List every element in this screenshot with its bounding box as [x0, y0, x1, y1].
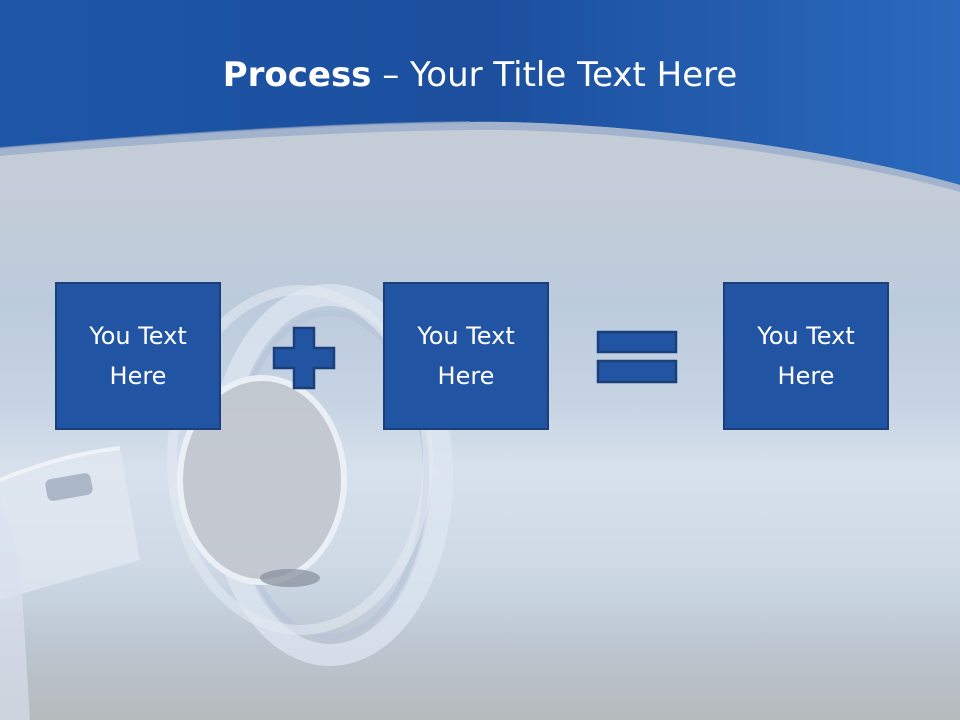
plus-icon	[272, 326, 336, 390]
process-box-1: You Text Here	[55, 282, 221, 430]
space-station-graphic	[0, 284, 453, 720]
title-rest: – Your Title Text Here	[371, 55, 738, 95]
box-line-1: You Text	[89, 322, 187, 350]
box-line-1: You Text	[757, 322, 855, 350]
earth-haze	[0, 600, 960, 720]
process-box-2: You Text Here	[383, 282, 549, 430]
process-box-text: You Text Here	[736, 316, 876, 396]
header-band-edge	[0, 121, 960, 192]
header-band	[0, 0, 960, 185]
process-box-text: You Text Here	[396, 316, 536, 396]
title-bold: Process	[222, 55, 372, 95]
process-box-3: You Text Here	[723, 282, 889, 430]
box-line-1: You Text	[417, 322, 515, 350]
box-line-2: Here	[437, 362, 495, 390]
slide-title: Process – Your Title Text Here	[0, 52, 960, 98]
process-box-text: You Text Here	[68, 316, 208, 396]
equals-icon	[596, 330, 678, 384]
box-line-2: Here	[777, 362, 835, 390]
box-line-2: Here	[109, 362, 167, 390]
